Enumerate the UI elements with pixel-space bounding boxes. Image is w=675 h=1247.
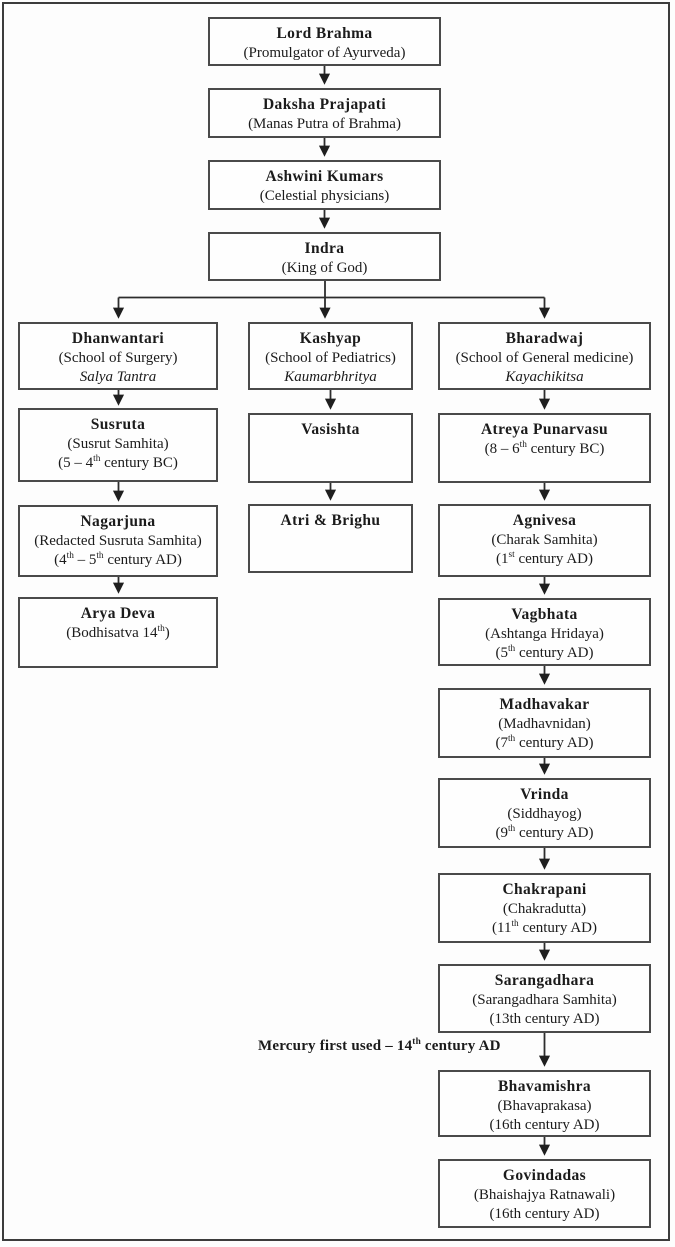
node-title: Atri & Brighu (280, 512, 381, 529)
node-govindadas: Govindadas (Bhaishajya Ratnawali) (16th … (438, 1159, 651, 1228)
node-title: Vrinda (520, 786, 569, 803)
node-period: (5 – 4th century BC) (58, 454, 178, 471)
node-school-name: Salya Tantra (79, 369, 157, 385)
node-vasishta: Vasishta (248, 413, 413, 483)
node-school-name: Kayachikitsa (505, 369, 584, 385)
node-period: (16th century AD) (489, 1206, 600, 1222)
node-vrinda: Vrinda (Siddhayog) (9th century AD) (438, 778, 651, 848)
node-subtitle: (Ashtanga Hridaya) (485, 625, 604, 642)
node-title: Govindadas (502, 1167, 587, 1184)
node-agnivesa: Agnivesa (Charak Samhita) (1st century A… (438, 504, 651, 577)
node-ashwini-kumars: Ashwini Kumars (Celestial physicians) (208, 160, 441, 210)
node-title: Atreya Punarvasu (480, 421, 609, 438)
node-subtitle: (School of General medicine) (455, 349, 634, 366)
node-subtitle: (Redacted Susruta Samhita) (34, 532, 202, 549)
node-subtitle: (School of Surgery) (58, 349, 178, 366)
node-period: (11th century AD) (492, 919, 597, 936)
node-chakrapani: Chakrapani (Chakradutta) (11th century A… (438, 873, 651, 943)
node-dhanwantari: Dhanwantari (School of Surgery) Salya Ta… (18, 322, 218, 390)
node-subtitle: (Chakradutta) (502, 900, 587, 917)
node-period: (4th – 5th century AD) (54, 551, 182, 568)
node-bharadwaj: Bharadwaj (School of General medicine) K… (438, 322, 651, 390)
node-subtitle: (School of Pediatrics) (265, 349, 396, 366)
node-period: (1st century AD) (495, 550, 593, 567)
node-period: (8 – 6th century BC) (484, 439, 605, 457)
node-title: Agnivesa (512, 512, 577, 529)
node-nagarjuna: Nagarjuna (Redacted Susruta Samhita) (4t… (18, 505, 218, 577)
node-subtitle: (Bodhisatva 14th) (66, 623, 170, 641)
node-title: Susruta (90, 416, 146, 433)
node-title: Sarangadhara (494, 972, 595, 989)
node-indra: Indra (King of God) (208, 232, 441, 281)
mercury-annotation: Mercury first used – 14th century AD (258, 1037, 501, 1054)
node-title: Vasishta (301, 421, 360, 438)
node-period: (16th century AD) (489, 1117, 600, 1133)
node-title: Lord Brahma (276, 25, 373, 42)
node-susruta: Susruta (Susrut Samhita) (5 – 4th centur… (18, 408, 218, 482)
node-subtitle: (Susrut Samhita) (67, 435, 169, 452)
node-title: Dhanwantari (71, 330, 165, 347)
node-subtitle: (Sarangadhara Samhita) (472, 991, 617, 1008)
node-vagbhata: Vagbhata (Ashtanga Hridaya) (5th century… (438, 598, 651, 666)
node-subtitle: (Bhavaprakasa) (497, 1097, 592, 1114)
node-arya-deva: Arya Deva (Bodhisatva 14th) (18, 597, 218, 668)
node-daksha-prajapati: Daksha Prajapati (Manas Putra of Brahma) (208, 88, 441, 138)
node-subtitle: (Promulgator of Ayurveda) (243, 44, 406, 61)
node-lord-brahma: Lord Brahma (Promulgator of Ayurveda) (208, 17, 441, 66)
node-title: Bhavamishra (497, 1078, 592, 1095)
node-period: (5th century AD) (495, 644, 594, 661)
node-period: (13th century AD) (489, 1011, 600, 1027)
node-period: (7th century AD) (495, 734, 594, 751)
node-madhavakar: Madhavakar (Madhavnidan) (7th century AD… (438, 688, 651, 758)
node-school-name: Kaumarbhritya (284, 369, 377, 385)
node-title: Bharadwaj (505, 330, 584, 347)
node-title: Ashwini Kumars (265, 168, 384, 185)
node-subtitle: (Madhavnidan) (498, 715, 591, 732)
node-period: (9th century AD) (495, 824, 594, 841)
node-title: Indra (304, 240, 345, 257)
node-title: Vagbhata (511, 606, 578, 623)
node-title: Chakrapani (502, 881, 587, 898)
node-atreya-punarvasu: Atreya Punarvasu (8 – 6th century BC) (438, 413, 651, 483)
node-title: Madhavakar (499, 696, 590, 713)
node-subtitle: (Charak Samhita) (491, 531, 598, 548)
node-atri-brighu: Atri & Brighu (248, 504, 413, 573)
node-title: Kashyap (299, 330, 362, 347)
node-subtitle: (Celestial physicians) (259, 187, 390, 204)
node-kashyap: Kashyap (School of Pediatrics) Kaumarbhr… (248, 322, 413, 390)
node-title: Nagarjuna (80, 513, 156, 530)
node-subtitle: (Manas Putra of Brahma) (248, 115, 401, 132)
node-subtitle: (Siddhayog) (507, 805, 582, 822)
node-sarangadhara: Sarangadhara (Sarangadhara Samhita) (13t… (438, 964, 651, 1033)
node-subtitle: (King of God) (281, 259, 368, 276)
node-title: Arya Deva (80, 605, 156, 622)
node-subtitle: (Bhaishajya Ratnawali) (473, 1186, 616, 1203)
node-title: Daksha Prajapati (262, 96, 387, 113)
node-bhavamishra: Bhavamishra (Bhavaprakasa) (16th century… (438, 1070, 651, 1137)
